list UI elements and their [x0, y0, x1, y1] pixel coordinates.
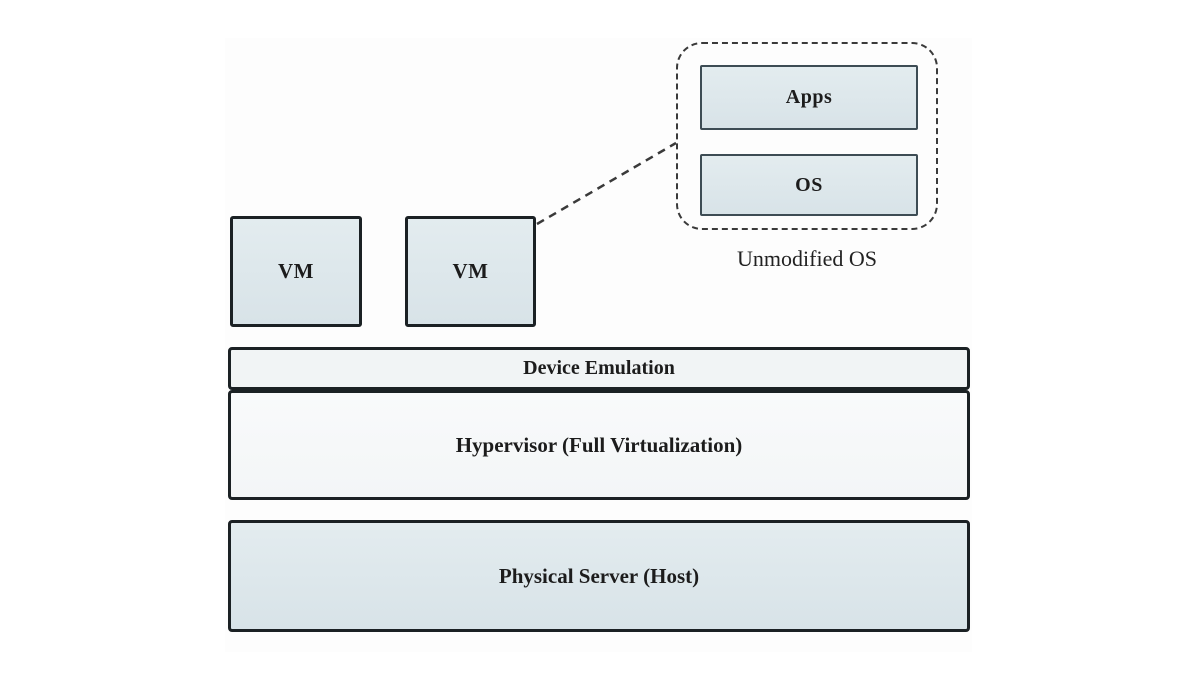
- unmodified-os-container: Apps OS: [676, 42, 938, 230]
- apps-box: Apps: [700, 65, 918, 130]
- physical-server-label: Physical Server (Host): [498, 563, 700, 588]
- vm-box-1: VM: [230, 216, 362, 327]
- vm-2-label: VM: [452, 259, 489, 283]
- apps-label: Apps: [785, 86, 833, 108]
- inset-caption: Unmodified OS: [737, 246, 877, 271]
- device-emulation-layer: Device Emulation: [228, 347, 970, 390]
- vm-1-label: VM: [278, 259, 314, 283]
- hypervisor-layer: Hypervisor (Full Virtualization): [228, 390, 970, 500]
- os-label: OS: [795, 173, 823, 196]
- device-emulation-label: Device Emulation: [523, 357, 675, 379]
- vm-box-2: VM: [405, 216, 536, 327]
- physical-server-layer: Physical Server (Host): [228, 520, 970, 632]
- os-box: OS: [700, 154, 918, 216]
- hypervisor-label: Hypervisor (Full Virtualization): [455, 432, 743, 457]
